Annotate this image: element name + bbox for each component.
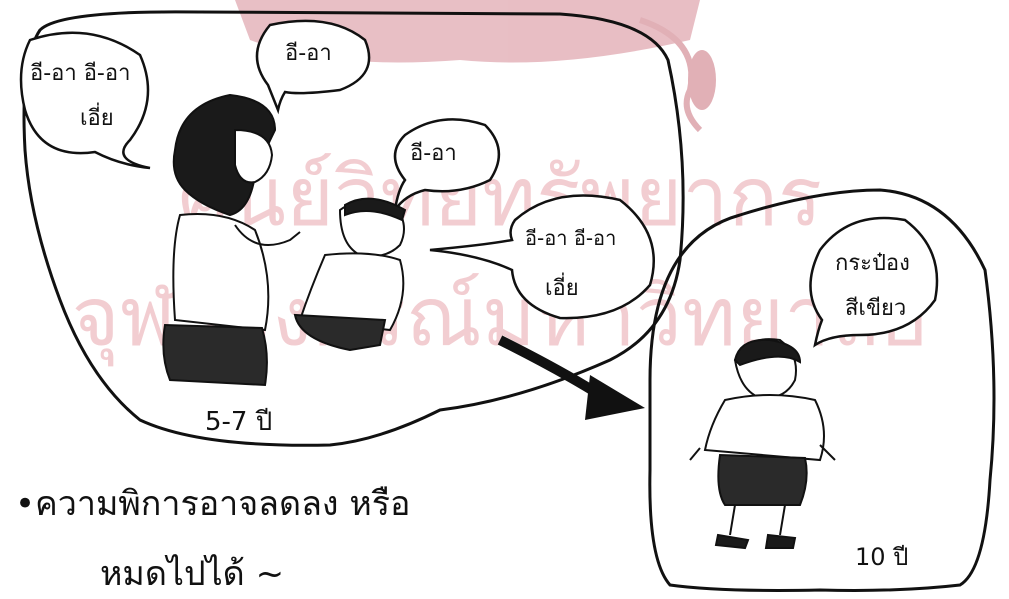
left-panel-outline xyxy=(22,10,685,447)
child-figure-young xyxy=(293,197,407,352)
age-label-right: 10 ปี xyxy=(855,543,908,571)
speech-bubble-5 xyxy=(809,216,939,348)
bubble2-text: อี-อา xyxy=(285,41,332,66)
bubble1-line2: เอี่ย xyxy=(80,102,114,131)
caption-line2: หมดไปได้ ~ xyxy=(100,554,284,594)
right-panel-outline xyxy=(648,188,996,592)
age-label-left: 5-7 ปี xyxy=(205,407,272,437)
woman-figure xyxy=(162,93,301,387)
bubble4-line1: อี-อา อี-อา xyxy=(525,226,616,250)
speech-bubble-4 xyxy=(429,194,655,320)
bubble4-line2: เอี่ย xyxy=(545,272,579,301)
child-figure-older xyxy=(689,338,836,550)
progression-arrow-icon xyxy=(497,335,645,420)
bubble3-text: อี-อา xyxy=(410,141,457,166)
speech-bubble-2 xyxy=(255,19,371,115)
speech-bubble-3 xyxy=(393,118,501,211)
bubble1-line1: อี-อา อี-อา xyxy=(30,61,130,86)
watermark-line1: ศูนย์วิทยทรัพยากร xyxy=(178,150,822,246)
bubble5-line2: สีเขียว xyxy=(845,296,906,321)
caption-line1: •ความพิการอาจลดลง หรือ xyxy=(15,484,410,524)
speech-bubble-1 xyxy=(19,31,151,170)
bubble5-line1: กระป๋อง xyxy=(835,251,910,276)
